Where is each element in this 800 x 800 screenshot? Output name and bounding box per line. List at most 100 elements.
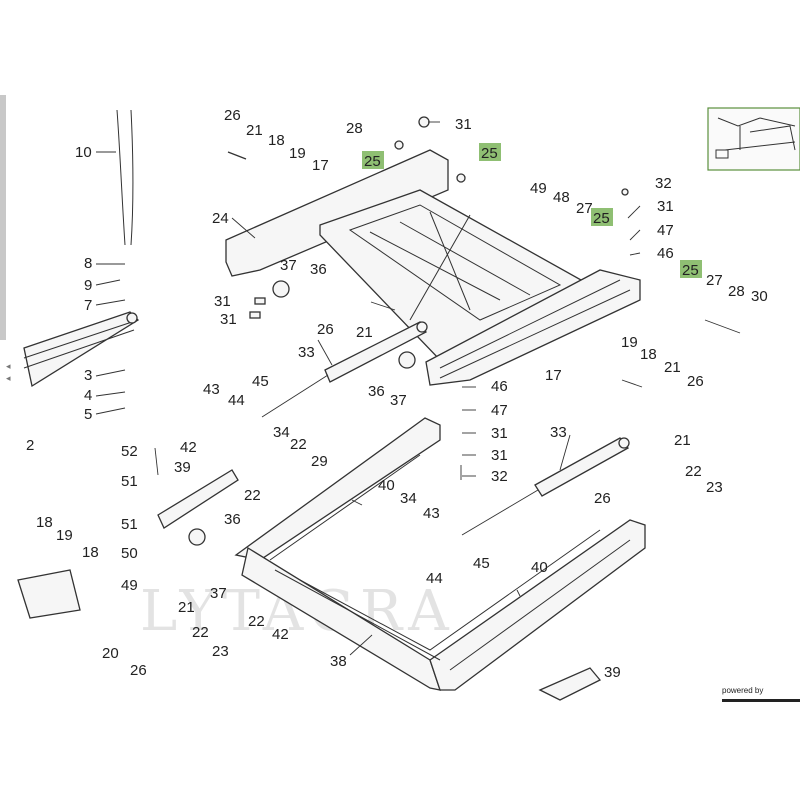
callout-31-a: 31 xyxy=(455,116,472,133)
callout-47-a: 47 xyxy=(491,402,508,419)
callout-27-a: 27 xyxy=(576,200,593,217)
callout-29: 29 xyxy=(311,453,328,470)
callout-18-e: 18 xyxy=(82,544,99,561)
thumbnail-inset[interactable] xyxy=(707,107,800,171)
callout-9: 9 xyxy=(84,277,92,294)
callout-18-c: 18 xyxy=(640,346,657,363)
callout-2: 2 xyxy=(26,437,34,454)
callout-25-a: 25 xyxy=(364,153,381,170)
callout-31-e: 31 xyxy=(491,447,508,464)
callout-31-b: 31 xyxy=(214,293,231,310)
callout-47-b: 47 xyxy=(657,222,674,239)
callout-48: 48 xyxy=(553,189,570,206)
callout-50: 50 xyxy=(121,545,138,562)
callout-18-b: 18 xyxy=(268,132,285,149)
callout-40-b: 40 xyxy=(531,559,548,576)
upper-frame xyxy=(225,149,641,386)
callout-27-b: 27 xyxy=(706,272,723,289)
callout-49-b: 49 xyxy=(530,180,547,197)
powered-by-label: powered by xyxy=(722,686,764,695)
callout-8: 8 xyxy=(84,255,92,272)
cylinder-lower xyxy=(461,437,630,536)
callout-19-a: 19 xyxy=(56,527,73,544)
callout-34-b: 34 xyxy=(400,490,417,507)
callout-43-a: 43 xyxy=(203,381,220,398)
callout-26-c: 26 xyxy=(130,662,147,679)
highlight-25-c xyxy=(591,208,613,226)
callout-51-b: 51 xyxy=(121,516,138,533)
callout-22-d: 22 xyxy=(248,613,265,630)
callout-17-b: 17 xyxy=(545,367,562,384)
callout-51-a: 51 xyxy=(121,473,138,490)
callout-21-b: 21 xyxy=(356,324,373,341)
callout-22-a: 22 xyxy=(290,436,307,453)
callout-21-c: 21 xyxy=(178,599,195,616)
callout-42-a: 42 xyxy=(180,439,197,456)
callout-37-c: 37 xyxy=(210,585,227,602)
lower-frame xyxy=(234,417,646,691)
callout-45-b: 45 xyxy=(473,555,490,572)
callout-52: 52 xyxy=(121,443,138,460)
left-scrollbar[interactable] xyxy=(0,95,6,340)
callout-26-b: 26 xyxy=(317,321,334,338)
callout-21-a: 21 xyxy=(246,122,263,139)
callout-28-b: 28 xyxy=(728,283,745,300)
callout-40-a: 40 xyxy=(378,477,395,494)
callout-36-b: 36 xyxy=(368,383,385,400)
callout-24: 24 xyxy=(212,210,229,227)
callout-17-a: 17 xyxy=(312,157,329,174)
callout-22-b: 22 xyxy=(244,487,261,504)
callout-3: 3 xyxy=(84,367,92,384)
callout-36-c: 36 xyxy=(224,511,241,528)
callout-4: 4 xyxy=(84,387,92,404)
cylinder-upper xyxy=(261,321,428,418)
callout-46-a: 46 xyxy=(491,378,508,395)
callout-31-f: 31 xyxy=(657,198,674,215)
callout-36-a: 36 xyxy=(310,261,327,278)
callout-31-c: 31 xyxy=(220,311,237,328)
callout-39-b: 39 xyxy=(604,664,621,681)
callout-7: 7 xyxy=(84,297,92,314)
callout-19-c: 19 xyxy=(621,334,638,351)
powered-by-bar xyxy=(722,699,800,702)
callout-26-a: 26 xyxy=(224,107,241,124)
callout-26-e: 26 xyxy=(594,490,611,507)
callout-43-b: 43 xyxy=(423,505,440,522)
callout-45-a: 45 xyxy=(252,373,269,390)
callout-5: 5 xyxy=(84,406,92,423)
highlight-25-a xyxy=(362,151,384,169)
highlight-25-b xyxy=(479,143,501,161)
callout-23-a: 23 xyxy=(212,643,229,660)
callout-30: 30 xyxy=(751,288,768,305)
callout-31-d: 31 xyxy=(491,425,508,442)
callout-28-a: 28 xyxy=(346,120,363,137)
callout-22-c: 22 xyxy=(192,624,209,641)
callout-39-a: 39 xyxy=(174,459,191,476)
callout-34-a: 34 xyxy=(273,424,290,441)
callout-26-d: 26 xyxy=(687,373,704,390)
callout-49-a: 49 xyxy=(121,577,138,594)
callout-19-b: 19 xyxy=(289,145,306,162)
callout-21-d: 21 xyxy=(664,359,681,376)
callout-38: 38 xyxy=(330,653,347,670)
callout-44-a: 44 xyxy=(228,392,245,409)
callout-33-a: 33 xyxy=(298,344,315,361)
highlight-25-d xyxy=(680,260,702,278)
callout-32-a: 32 xyxy=(491,468,508,485)
callout-10: 10 xyxy=(75,144,92,161)
callout-46-b: 46 xyxy=(657,245,674,262)
callout-25-c: 25 xyxy=(593,210,610,227)
callouts: 10 8 9 7 3 4 5 2 18 19 18 20 26 21 18 19… xyxy=(26,107,768,681)
callout-25-d: 25 xyxy=(682,262,699,279)
leader-lines xyxy=(95,121,641,656)
callout-42-b: 42 xyxy=(272,626,289,643)
callout-25-b: 25 xyxy=(481,145,498,162)
small-parts xyxy=(17,116,741,701)
callout-37-a: 37 xyxy=(280,257,297,274)
callout-32-b: 32 xyxy=(655,175,672,192)
callout-33-b: 33 xyxy=(550,424,567,441)
callout-22-e: 22 xyxy=(685,463,702,480)
left-scroll-arrows[interactable]: ◂◂ xyxy=(6,361,11,383)
callout-23-b: 23 xyxy=(706,479,723,496)
